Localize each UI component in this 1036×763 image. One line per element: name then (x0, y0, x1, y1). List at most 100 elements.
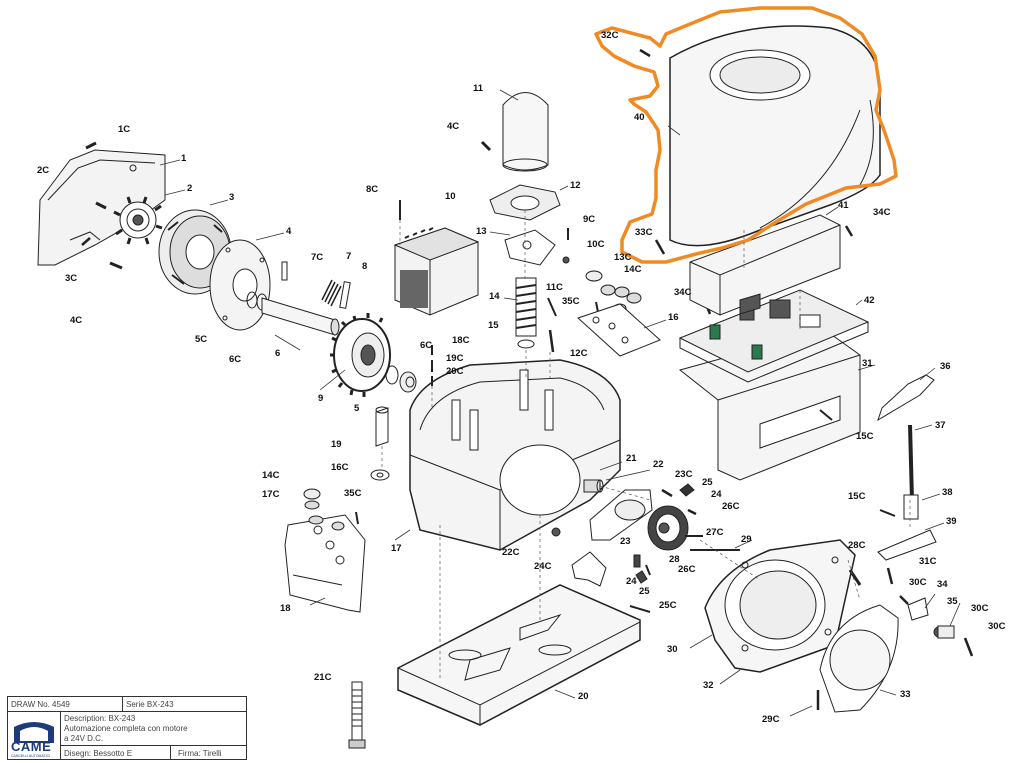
signature: Firma: Tirelli (178, 749, 222, 758)
label-5C: 5C (195, 334, 208, 345)
label-3: 3 (229, 192, 235, 203)
logo-subtext: CANCELLI AUTOMATICI (11, 754, 51, 758)
label-29: 29 (741, 534, 752, 545)
label-38: 38 (942, 487, 953, 498)
label-37: 37 (935, 420, 946, 431)
description-line-2: Automazione completa con motore (64, 724, 188, 733)
part-42-board (678, 289, 870, 383)
label-6C: 6C (229, 354, 242, 365)
highlight-outline (594, 6, 898, 264)
draw-number: DRAW No. 4549 (11, 700, 70, 709)
part-14-worm (515, 277, 537, 337)
label-13: 13 (476, 226, 487, 237)
label-24: 24 (711, 489, 722, 500)
part-30-flange (704, 539, 856, 673)
label-32: 32 (703, 680, 714, 691)
label-15C-b: 15C (848, 491, 866, 502)
label-15C: 15C (856, 431, 874, 442)
label-42: 42 (864, 295, 875, 306)
label-9C: 9C (583, 214, 596, 225)
part-1C-screw (85, 141, 97, 150)
label-34C: 34C (873, 207, 891, 218)
label-16C: 16C (331, 462, 349, 473)
label-35C: 35C (562, 296, 580, 307)
label-10C: 10C (587, 239, 605, 250)
label-30: 30 (667, 644, 678, 655)
label-4C-b: 4C (447, 121, 460, 132)
label-31C: 31C (919, 556, 937, 567)
part-35C-screw (595, 301, 599, 313)
part-8-key (339, 281, 351, 309)
part-10C-nut (562, 256, 570, 264)
serie: Serie BX-243 (126, 700, 174, 709)
label-20: 20 (578, 691, 589, 702)
label-20C: 20C (446, 366, 464, 377)
part-33-cover (819, 604, 899, 713)
title-block-bottom-row: Disegn: Bessotto E Firma: Tirelli (60, 745, 246, 760)
label-28C: 28C (848, 540, 866, 551)
label-14C: 14C (624, 264, 642, 275)
logo-box: CAME CANCELLI AUTOMATICI (8, 711, 61, 759)
label-40: 40 (634, 112, 645, 123)
part-10-transformer (393, 227, 480, 316)
label-41: 41 (838, 200, 849, 211)
part-34-lock (907, 597, 929, 621)
label-30C-c: 30C (988, 621, 1006, 632)
label-21: 21 (626, 453, 637, 464)
label-7: 7 (346, 251, 352, 262)
part-5-bearing (399, 371, 417, 393)
part-11C-pin (547, 297, 557, 317)
description-line-1: Description: BX-243 (64, 714, 136, 723)
part-4C-screw (109, 261, 123, 270)
label-4C: 4C (70, 315, 83, 326)
label-35C-b: 35C (344, 488, 362, 499)
part-6-shaft (261, 297, 340, 336)
part-12C-pin (548, 329, 555, 353)
designer: Disegn: Bessotto E (64, 749, 133, 758)
label-31: 31 (862, 358, 873, 369)
label-5: 5 (354, 403, 360, 414)
part-25C-screw (629, 605, 651, 613)
part-4C-screw-b (480, 140, 492, 152)
description-line-3: a 24V D.C. (64, 734, 104, 743)
label-13C: 13C (614, 252, 632, 263)
part-31-card-holder (678, 329, 861, 481)
label-22C: 22C (502, 547, 520, 558)
part-24-clip (633, 554, 641, 568)
part-24C-key (571, 551, 607, 587)
label-9: 9 (318, 393, 324, 404)
label-6: 6 (275, 348, 281, 359)
part-19-spacer (375, 406, 389, 447)
part-41-board-cover (689, 214, 841, 316)
part-38-block (903, 494, 919, 520)
label-28: 28 (669, 554, 680, 565)
label-1C: 1C (118, 124, 131, 135)
part-2-pinion (113, 196, 163, 245)
label-2: 2 (187, 183, 193, 194)
part-39-handle (877, 529, 937, 561)
part-7-spring (321, 279, 342, 307)
part-35C-screw-b (355, 511, 359, 525)
label-6C-b: 6C (420, 340, 433, 351)
part-15-washer (517, 339, 535, 349)
label-22: 22 (653, 459, 664, 470)
part-2C-screw (95, 201, 107, 210)
part-25-clip (679, 483, 695, 497)
label-27C: 27C (706, 527, 724, 538)
part-15C-screw (879, 509, 896, 517)
part-6C-ring-b (385, 365, 399, 385)
label-11C: 11C (546, 282, 563, 293)
label-11: 11 (473, 83, 484, 94)
part-30C-screw-b (963, 637, 974, 657)
part-37-rod (908, 424, 914, 501)
part-40-motor-cover (669, 25, 881, 247)
label-34: 34 (937, 579, 948, 590)
part-26C-screw (687, 508, 697, 516)
label-25: 25 (702, 477, 713, 488)
label-35: 35 (947, 596, 958, 607)
part-32C-screw (639, 48, 651, 58)
label-29C: 29C (762, 714, 780, 725)
label-25-b: 25 (639, 586, 650, 597)
